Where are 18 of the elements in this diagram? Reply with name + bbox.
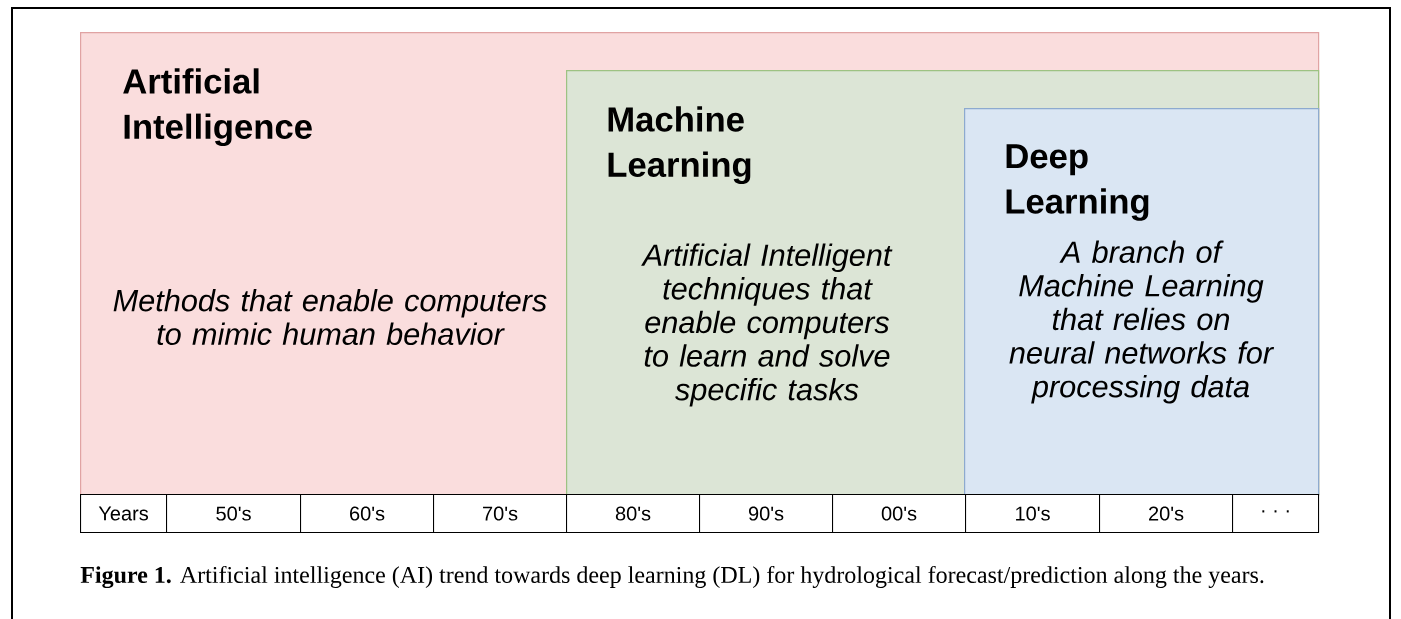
table-cell: 50's [166,494,302,534]
table-cell: Years [80,494,168,534]
table-cell: 70's [433,494,568,534]
caption: Figure 1. Artificial intelligence (AI) trend towards deep learning (DL) for hydrological forecast/prediction along the years. [80,565,1264,589]
heading: Deep Learning [1006,144,1149,221]
description: A branch of Machine Learning that relies on neural networks for processing data [1009,240,1275,404]
table-cell: 80's [566,494,701,534]
description: Artificial Intelligent techniques that enable computers to learn and solve specific tasks [641,243,893,407]
heading: Artificial Intelligence [123,68,312,147]
description: Methods that enable computers to mimic human behavior [113,288,547,346]
table-cell: 90's [699,494,834,534]
table-cell: 20's [1099,494,1234,534]
table-cell: 60's [300,494,435,534]
table-cell: · · · [1232,494,1320,534]
table-cell: 00's [832,494,967,534]
region-box [964,108,1320,496]
heading: Machine Learning [608,106,751,185]
table-cell: 10's [965,494,1101,534]
